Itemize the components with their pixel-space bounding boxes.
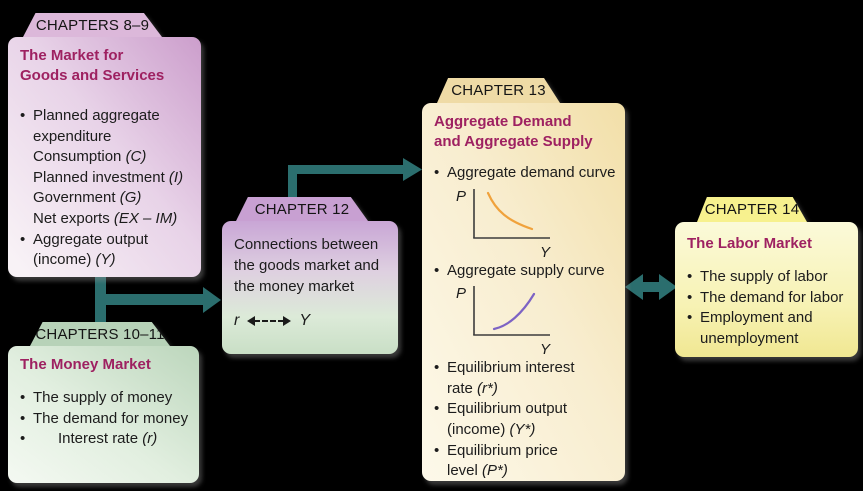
aggregate-supply-bullet: •Aggregate supply curve: [434, 261, 617, 282]
folder-body-connections: Connections between the goods market and…: [222, 221, 398, 354]
text-line: (income) (Y*): [447, 420, 536, 438]
tab-label: CHAPTER 12: [254, 200, 350, 218]
folder-chapters-8-9: CHAPTERS 8–9 The Market for Goods and Se…: [8, 13, 201, 277]
double-headed-dashed-arrow-icon: [247, 316, 292, 326]
bullet-marker: •: [20, 230, 26, 248]
bullet-marker: •: [434, 261, 440, 279]
folder-body-money: The Money Market •The supply of money•Th…: [8, 346, 199, 483]
bullet-marker: •: [20, 107, 26, 124]
bullet-marker: •: [434, 164, 440, 181]
labor-market-title: The Labor Market: [687, 235, 813, 252]
folder-body-goods: The Market for Goods and Services •Plann…: [8, 37, 201, 277]
folder-chapters-10-11: CHAPTERS 10–11 The Money Market •The sup…: [8, 322, 199, 483]
tab-chapters-8-9: CHAPTERS 8–9: [23, 13, 162, 37]
arrow-chapter12-to-chapter13-head-icon: [403, 158, 422, 181]
arrow-to-chapter12-head-icon: [203, 287, 221, 313]
folder-chapter-12: CHAPTER 12 Connections between the goods…: [222, 197, 398, 354]
money-market-title: The Money Market: [20, 356, 151, 373]
text-line: •Equilibrium price: [434, 441, 617, 462]
money-market-bullet-list: •The supply of money•The demand for mone…: [20, 388, 191, 450]
tab-chapters-10-11: CHAPTERS 10–11: [30, 322, 170, 346]
x-axis-label: Y: [540, 244, 551, 260]
y-axis-label: P: [456, 285, 466, 302]
arrow-to-chapter12-shaft: [95, 294, 205, 305]
tab-chapter-14: CHAPTER 14: [697, 197, 807, 222]
aggregate-demand-curve: [486, 191, 534, 230]
text-line: •The demand for labor: [687, 288, 850, 309]
aggregate-supply-curve: [492, 293, 536, 331]
goods-market-title: The Market for Goods and Services: [20, 47, 165, 84]
text-line: level (P*): [447, 462, 508, 480]
text-line: Consumption (C): [33, 148, 147, 166]
text-line: •The supply of labor: [687, 267, 850, 288]
bullet-marker: •: [434, 400, 440, 418]
bullet-marker: •: [20, 409, 26, 427]
folder-chapter-13: CHAPTER 13 Aggregate Demand and Aggregat…: [422, 78, 625, 481]
r-y-relation: r Y: [234, 312, 390, 330]
tab-chapter-12: CHAPTER 12: [236, 197, 368, 221]
bullet-marker: •: [434, 359, 440, 377]
text-line: (income) (Y): [33, 251, 116, 269]
aggregate-supply-mini-chart: P Y: [456, 285, 551, 357]
text-line: •Aggregate demand curve: [434, 163, 617, 184]
text-line: •Employment and: [687, 308, 850, 329]
tab-label: CHAPTERS 10–11: [35, 325, 165, 343]
aggregate-demand-bullet: •Aggregate demand curve: [434, 163, 617, 184]
interest-rate-symbol: r: [234, 312, 240, 329]
text-line: •The supply of money: [20, 388, 191, 409]
arrow-chapter12-to-chapter13-shaft: [288, 165, 404, 174]
text-line: expenditure: [33, 127, 112, 145]
text-line: •Interest rate (r): [20, 429, 191, 450]
text-line: unemployment: [700, 329, 799, 347]
y-axis-label: P: [456, 188, 466, 205]
tab-label: CHAPTERS 8–9: [35, 16, 150, 34]
text-line: Planned investment (I): [33, 168, 184, 186]
output-symbol: Y: [299, 312, 310, 329]
labor-market-bullet-list: •The supply of labor•The demand for labo…: [687, 267, 850, 349]
tab-label: CHAPTER 14: [704, 201, 800, 218]
text-line: •Equilibrium output: [434, 399, 617, 420]
connections-description: Connections between the goods market and…: [234, 236, 380, 295]
dashed-line: [254, 320, 285, 322]
arrow-chapter12-to-chapter13-vertical-bar: [288, 165, 297, 198]
bullet-marker: •: [20, 389, 26, 406]
bullet-marker: •: [687, 309, 693, 327]
folder-body-labor: The Labor Market •The supply of labor•Th…: [675, 222, 858, 357]
text-line: Government (G): [33, 189, 142, 207]
text-line: •Planned aggregate: [20, 106, 193, 127]
right-arrowhead-icon: [283, 316, 292, 326]
bullet-marker: •: [434, 441, 440, 459]
folder-chapter-14: CHAPTER 14 The Labor Market •The supply …: [675, 197, 858, 357]
adas-title: Aggregate Demand and Aggregate Supply: [434, 113, 593, 150]
bullet-marker: •: [20, 430, 26, 448]
x-axis-label: Y: [540, 341, 551, 357]
text-line: Net exports (EX – IM): [33, 209, 178, 227]
left-arrowhead-icon: [247, 316, 256, 326]
aggregate-demand-mini-chart: P Y: [456, 188, 551, 260]
text-line: •Equilibrium interest: [434, 358, 617, 379]
bullet-marker: •: [687, 268, 693, 285]
tab-chapter-13: CHAPTER 13: [437, 78, 560, 103]
bullet-marker: •: [687, 288, 693, 306]
double-arrow-ch13-ch14-shaft: [640, 282, 662, 292]
text-line: rate (r*): [447, 379, 498, 397]
text-line: •Aggregate supply curve: [434, 261, 617, 282]
text-line: •Aggregate output: [20, 230, 193, 251]
tab-label: CHAPTER 13: [451, 82, 546, 99]
text-line: •The demand for money: [20, 409, 191, 430]
folder-body-adas: Aggregate Demand and Aggregate Supply •A…: [422, 103, 625, 481]
